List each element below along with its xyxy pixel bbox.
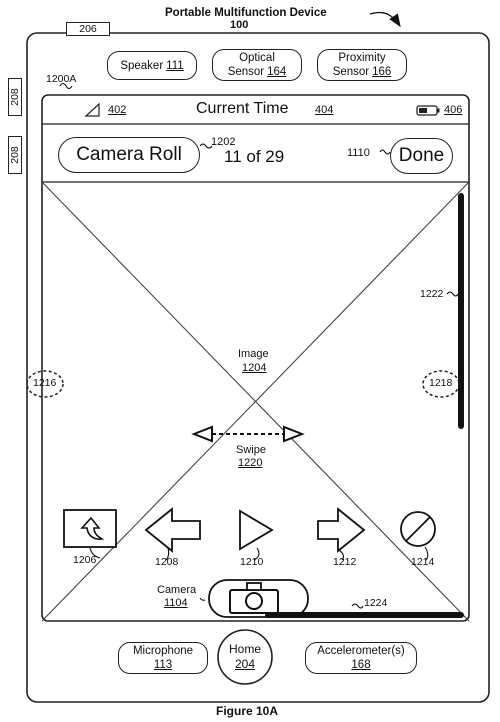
image-label: Image (238, 348, 269, 360)
camera-ref: 1104 (164, 597, 188, 609)
device-title: Portable Multifunction Device (165, 7, 327, 19)
ref-1222-leader (446, 291, 459, 297)
left-tap-area (26, 370, 64, 398)
ref-1200A-label: 1200A (46, 73, 77, 85)
home-label: Home (228, 642, 261, 656)
camera-roll-label: Camera Roll (76, 144, 182, 165)
share-button[interactable] (64, 510, 116, 547)
figure-caption: Figure 10A (216, 704, 279, 718)
image-counter: 11 of 29 (224, 147, 285, 166)
accelerometer-pill: Accelerometer(s) 168 (305, 642, 417, 674)
ref-1202-leader (199, 143, 213, 149)
left-tap-ref[interactable]: 1216 (33, 377, 57, 389)
camera-roll-back-button[interactable]: Camera Roll (58, 137, 200, 173)
home-button[interactable]: Home 204 (218, 630, 272, 684)
ref-208-box-top: 208 (8, 78, 22, 116)
home-ref: 204 (234, 657, 256, 671)
device-outline (26, 32, 490, 703)
camera-button[interactable] (209, 580, 308, 617)
delete-button[interactable] (400, 511, 436, 547)
next-arrow-icon (317, 507, 366, 553)
delete-icon (400, 511, 436, 547)
right-tap-ref[interactable]: 1218 (429, 377, 453, 389)
scrollbar-ref: 1222 (420, 288, 444, 300)
current-time: Current Time (196, 100, 289, 117)
battery-ref: 406 (444, 104, 463, 116)
share-ref: 1206 (73, 554, 97, 566)
camera-button-shape (208, 579, 309, 618)
play-button[interactable] (238, 510, 274, 550)
done-button[interactable]: Done (390, 138, 453, 174)
play-icon (239, 509, 274, 551)
done-ref: 1110 (347, 147, 370, 159)
battery-icon (416, 105, 440, 116)
screen-outline (41, 94, 470, 622)
play-ref: 1210 (240, 556, 264, 568)
progress-ref: 1224 (364, 597, 388, 609)
previous-arrow-icon (144, 507, 201, 553)
next-button[interactable] (317, 509, 365, 552)
image-ref: 1204 (242, 362, 267, 374)
microphone-pill: Microphone 113 (118, 642, 208, 674)
time-ref: 404 (315, 104, 334, 116)
home-button-outline (217, 629, 273, 685)
signal-ref: 402 (108, 104, 127, 116)
ref-208-box-bottom: 208 (8, 136, 22, 174)
ref-1200A-leader (59, 82, 73, 90)
next-ref: 1212 (333, 556, 357, 568)
ref-1110-leader (379, 149, 391, 155)
right-tap-area (422, 370, 460, 398)
device-number: 100 (230, 19, 249, 31)
share-icon (63, 509, 117, 548)
swipe-gesture-arrow (191, 425, 305, 443)
done-label: Done (398, 145, 445, 166)
delete-ref: 1214 (411, 556, 435, 568)
device-pointer-arrow (369, 11, 401, 28)
previous-button[interactable] (146, 509, 201, 552)
prev-ref: 1208 (155, 556, 179, 568)
swipe-label: Swipe (236, 444, 266, 456)
counter-ref: 1202 (211, 136, 236, 148)
ref-206-box: 206 (66, 22, 110, 36)
camera-label: Camera (157, 584, 197, 596)
signal-strength-icon (84, 102, 100, 117)
swipe-ref: 1220 (238, 457, 263, 469)
